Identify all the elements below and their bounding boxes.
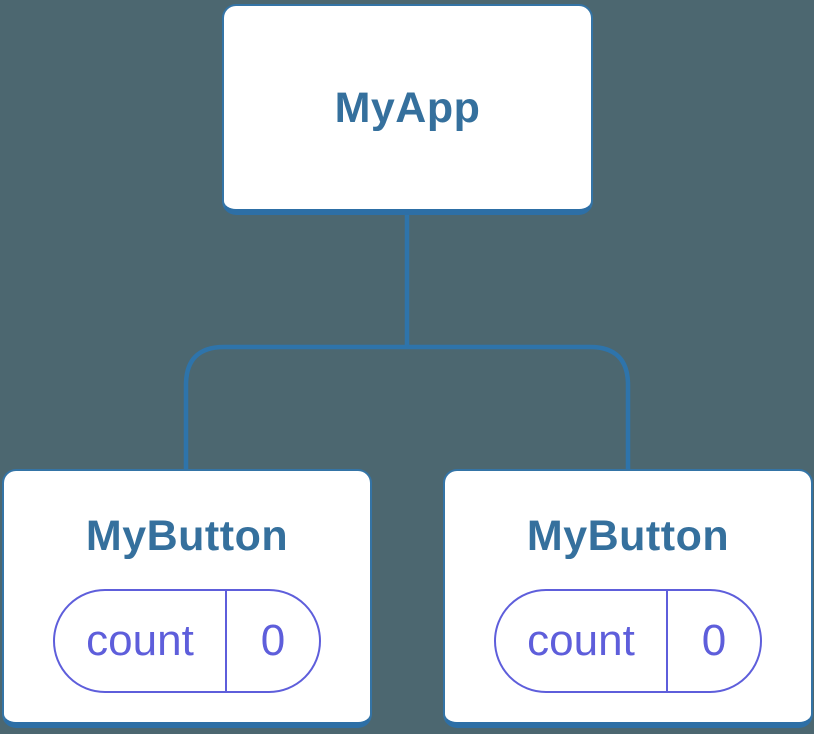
state-badge: count 0 xyxy=(494,589,762,693)
component-node-mybutton-1: MyButton count 0 xyxy=(2,469,372,728)
state-name: count xyxy=(55,591,227,691)
component-node-mybutton-2: MyButton count 0 xyxy=(443,469,813,728)
connector-branch xyxy=(183,344,631,471)
state-value: 0 xyxy=(701,616,727,665)
component-label: MyButton xyxy=(526,512,730,560)
component-label: MyApp xyxy=(334,83,481,132)
state-value: 0 xyxy=(260,616,286,665)
state-badge: count 0 xyxy=(53,589,321,693)
state-name: count xyxy=(496,591,668,691)
component-label: MyButton xyxy=(85,512,289,560)
component-node-myapp: MyApp xyxy=(222,4,593,215)
